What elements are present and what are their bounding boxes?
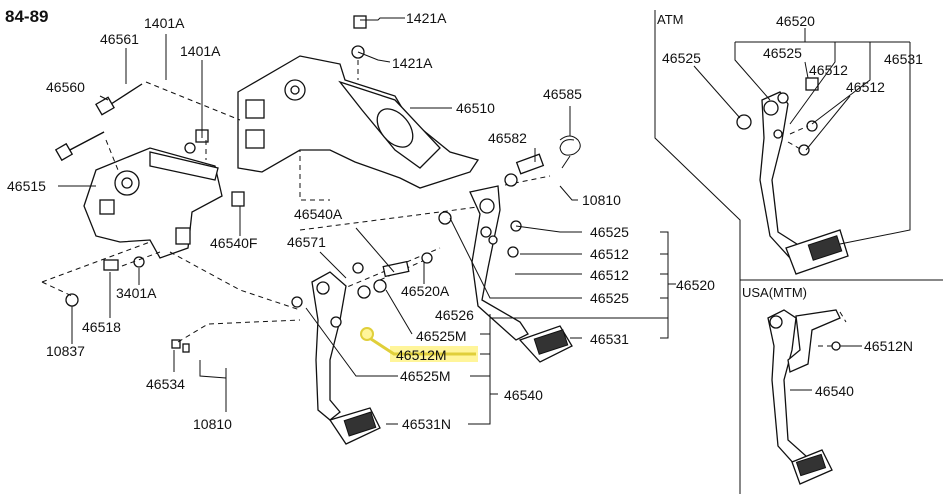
- atm-label-46531: 46531: [884, 51, 923, 67]
- mtm-leader-lines: [790, 345, 862, 391]
- label-46512-r1: 46512: [590, 246, 629, 262]
- label-46582: 46582: [488, 130, 527, 146]
- label-1401a-b: 1401A: [180, 43, 221, 59]
- atm-label-46512-a: 46512: [809, 62, 848, 78]
- label-46534: 46534: [146, 376, 185, 392]
- atm-leader-lines: [693, 28, 911, 245]
- label-1401a-a: 1401A: [144, 15, 185, 31]
- bushing-46582: [515, 153, 545, 175]
- return-spring: [559, 135, 581, 169]
- label-10810-a: 10810: [582, 192, 621, 208]
- atm-label-46520: 46520: [776, 13, 815, 29]
- label-1421a-a: 1421A: [406, 10, 447, 26]
- label-46531: 46531: [590, 331, 629, 347]
- highlight-46512m: [360, 327, 478, 362]
- label-1421a-b: 1421A: [392, 55, 433, 71]
- label-46561: 46561: [100, 31, 139, 47]
- bushing-46525: [504, 173, 518, 187]
- label-10837: 10837: [46, 343, 85, 359]
- atm-label-46525-a: 46525: [662, 50, 701, 66]
- brake-pedal-main: [373, 185, 573, 363]
- main-labels: 1421A 1421A 1401A 1401A 46561 46560 4651…: [7, 10, 715, 432]
- atm-pedal: [736, 77, 849, 275]
- label-46525m-b: 46525M: [400, 368, 451, 384]
- label-46525-r1: 46525: [590, 224, 629, 240]
- label-46518: 46518: [82, 319, 121, 335]
- diagram-title: 84-89: [5, 7, 48, 26]
- mtm-labels: 46512N 46540: [815, 338, 913, 399]
- label-46531n: 46531N: [402, 416, 451, 432]
- label-46585: 46585: [543, 86, 582, 102]
- mtm-pedal: [767, 309, 847, 485]
- section-label-usa-mtm: USA(MTM): [742, 285, 807, 300]
- label-46512m: 46512M: [396, 347, 447, 363]
- label-46540: 46540: [504, 387, 543, 403]
- clutch-pedal-main: [291, 262, 381, 445]
- label-46510: 46510: [456, 100, 495, 116]
- pedal-bracket-assembly: [83, 55, 480, 259]
- mtm-label-46512n: 46512N: [864, 338, 913, 354]
- label-46560: 46560: [46, 79, 85, 95]
- section-label-atm: ATM: [657, 12, 683, 27]
- label-46520a: 46520A: [401, 283, 450, 299]
- atm-labels: 46520 46525 46525 46512 46512 46531: [662, 13, 923, 95]
- label-46520-r: 46520: [676, 277, 715, 293]
- label-46525-r2: 46525: [590, 290, 629, 306]
- label-46512-r2: 46512: [590, 267, 629, 283]
- label-46515: 46515: [7, 178, 46, 194]
- label-10810-b: 10810: [193, 416, 232, 432]
- leader-lines: [58, 17, 676, 425]
- label-3401a: 3401A: [116, 285, 157, 301]
- label-46525m-a: 46525M: [416, 328, 467, 344]
- mtm-label-46540: 46540: [815, 383, 854, 399]
- label-46526: 46526: [435, 307, 474, 323]
- atm-label-46525-b: 46525: [763, 45, 802, 61]
- atm-panel-border: [654, 10, 741, 494]
- atm-label-46512-b: 46512: [846, 79, 885, 95]
- label-46540a: 46540A: [294, 206, 343, 222]
- label-46571: 46571: [287, 234, 326, 250]
- label-46540f: 46540F: [210, 235, 257, 251]
- bracket-fasteners: [54, 15, 367, 353]
